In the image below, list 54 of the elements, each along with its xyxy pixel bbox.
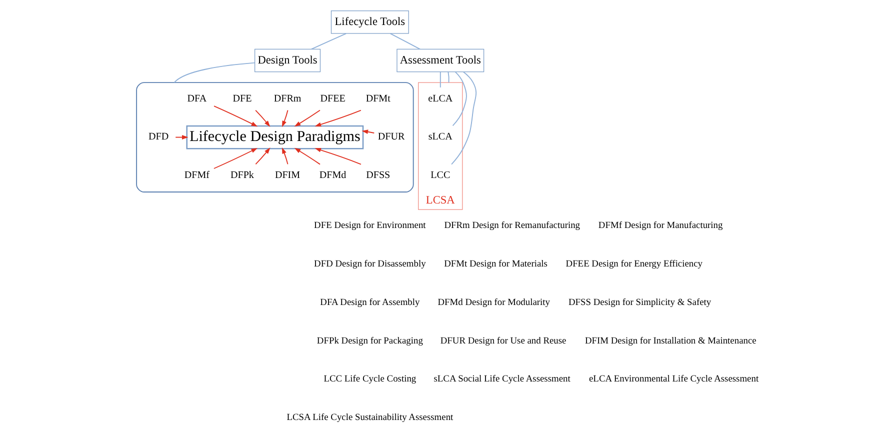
cluster: [136, 82, 414, 192]
arrow: [294, 110, 320, 127]
connector: [450, 71, 476, 165]
node-text: DFUR: [377, 132, 404, 143]
label: DFMt Design for Materials: [444, 260, 547, 270]
arrow: [254, 148, 270, 165]
label: DFUR Design for Use and Reuse: [440, 336, 566, 346]
arrow: [254, 110, 270, 127]
arrow: [361, 130, 374, 134]
label: DFIM Design for Installation & Maintenance: [584, 336, 756, 346]
arrow: [213, 148, 258, 169]
arrow: [314, 148, 361, 165]
node-text: sLCA: [428, 132, 452, 143]
node-text: DFA: [186, 93, 206, 104]
connector: [439, 71, 440, 88]
connector: [173, 62, 255, 84]
node-text: DFSS: [366, 170, 390, 182]
node-text: DFPk: [230, 170, 254, 182]
label: DFSS Design for Simplicity & Safety: [568, 298, 711, 308]
label: DFMf Design for Manufacturing: [598, 221, 722, 232]
node-text: DFE: [232, 93, 252, 104]
node-box: Lifecycle Design Paradigms: [186, 125, 364, 150]
label: LCSA Life Cycle Sustainability Assessment: [286, 413, 453, 424]
node-text: DFMt: [365, 93, 390, 104]
label: DFA Design for Assembly: [320, 298, 420, 308]
node-text: eLCA: [428, 93, 452, 104]
node-text: DFMd: [318, 170, 346, 182]
label: DFD Design for Disassembly: [314, 260, 426, 270]
label: DFEE Design for Energy Efficiency: [565, 260, 702, 270]
arrow: [281, 110, 288, 128]
node-text: DFRm: [273, 93, 301, 104]
label: sLCA Social Life Cycle Assessment: [433, 374, 570, 385]
label: LCC Life Cycle Costing: [323, 374, 416, 385]
node-box: Design Tools: [254, 48, 320, 72]
node-text: DFIM: [274, 170, 300, 182]
node-box: Lifecycle Tools: [330, 10, 408, 34]
connector: [389, 33, 420, 50]
node-box: Assessment Tools: [396, 48, 484, 72]
arrow: [314, 110, 361, 127]
label: DFPk Design for Packaging: [316, 336, 422, 346]
node-text: DFMf: [184, 170, 210, 182]
connector: [310, 33, 346, 50]
connector: [452, 71, 466, 126]
label: DFRm Design for Remanufacturing: [444, 221, 580, 232]
arrow: [281, 147, 288, 165]
arrow: [294, 148, 320, 165]
label: DFE Design for Environment: [314, 221, 426, 232]
node-text: DFD: [148, 132, 168, 143]
label: DFMd Design for Modularity: [437, 298, 550, 308]
arrow: [213, 106, 258, 127]
node-text: LCC: [430, 170, 450, 182]
label: eLCA Environmental Life Cycle Assessment: [588, 374, 758, 385]
connector: [447, 71, 449, 84]
node-text: DFEE: [320, 93, 345, 104]
